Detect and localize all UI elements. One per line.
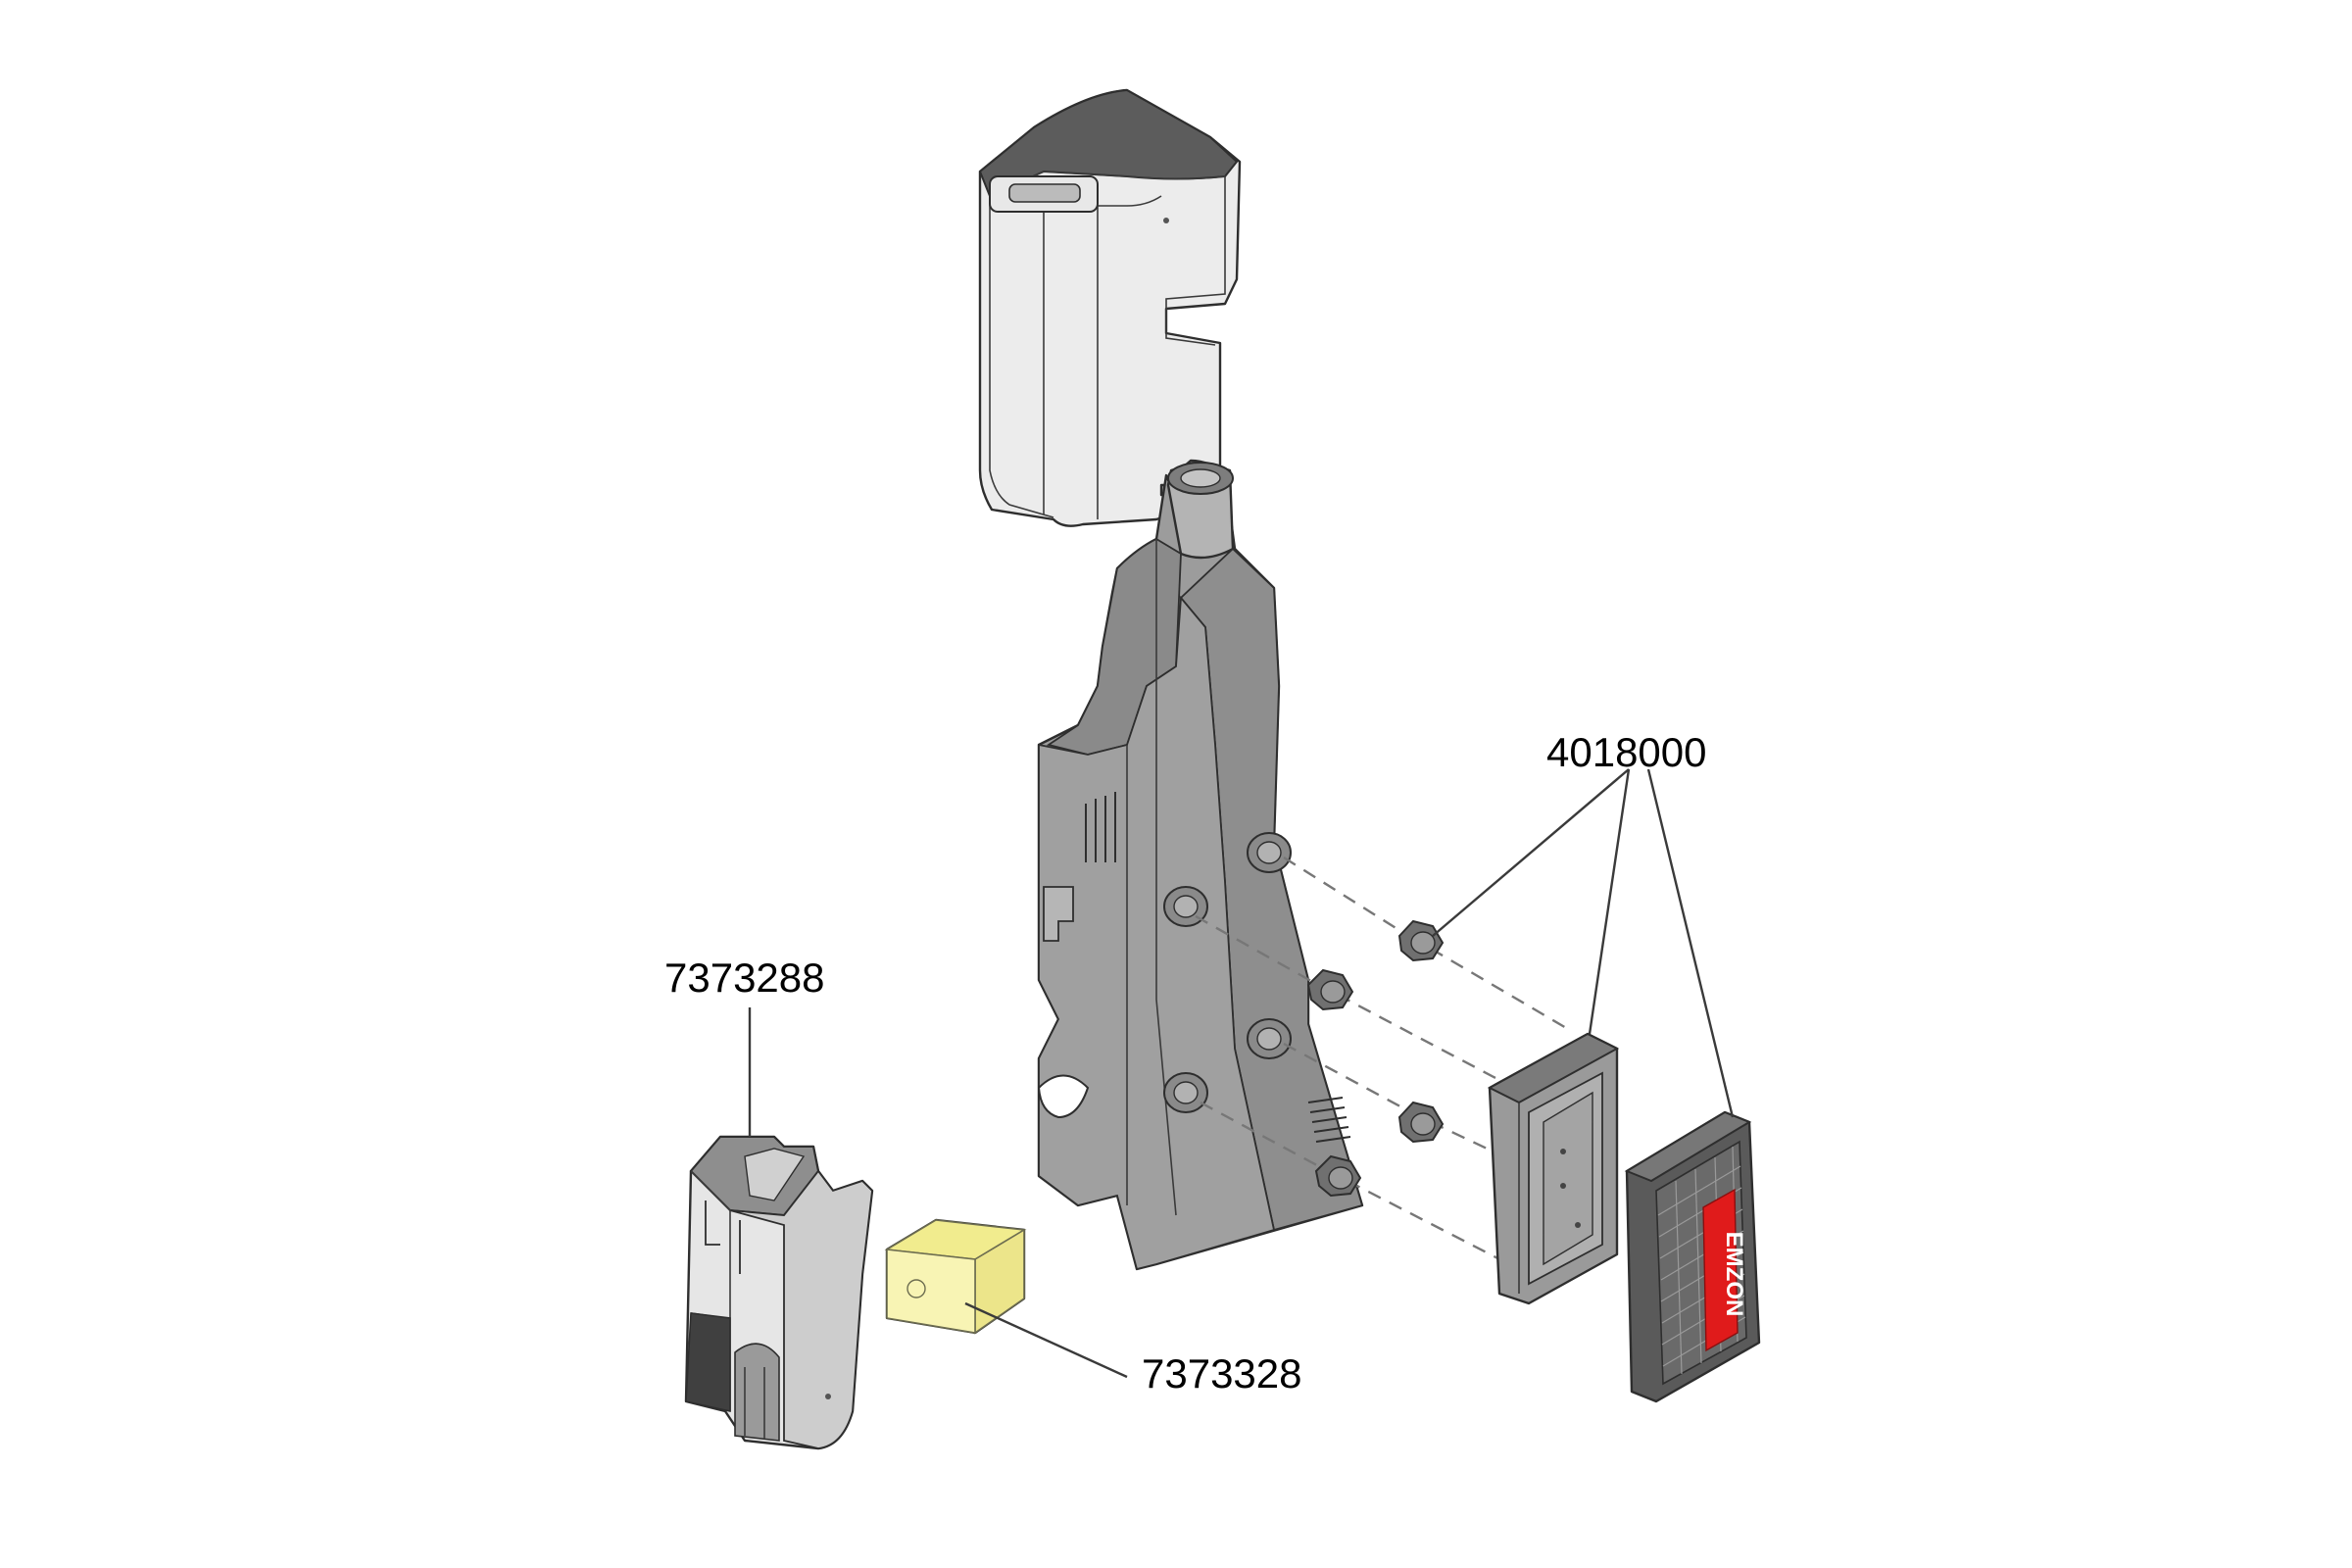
main-housing-part [1037, 459, 1364, 1271]
leader-lines [748, 768, 1735, 1379]
leader-grille [1646, 768, 1735, 1118]
emblem-badge: EMZON [1702, 1188, 1747, 1352]
leader-filter-block [964, 1301, 1128, 1379]
fastener-nuts [1306, 919, 1445, 1198]
part-number-fasteners: 4018000 [1546, 729, 1707, 775]
filter-block-part [884, 1218, 1027, 1335]
nut-4 [1314, 1154, 1362, 1198]
top-cover-part [978, 88, 1242, 527]
part-number-filter-block: 7373328 [1142, 1350, 1302, 1396]
leader-nut [1432, 768, 1630, 937]
nut-2 [1306, 968, 1354, 1011]
nut-3 [1397, 1101, 1445, 1144]
grille-lid-part: EMZON [1624, 1110, 1761, 1403]
emblem-text: EMZON [1721, 1232, 1747, 1317]
part-number-tank-cover: 7373288 [664, 955, 825, 1001]
mounting-plate-part [1487, 1032, 1620, 1305]
leader-plate [1588, 768, 1631, 1035]
tank-cover-part [684, 1135, 874, 1450]
nut-1 [1397, 919, 1445, 962]
